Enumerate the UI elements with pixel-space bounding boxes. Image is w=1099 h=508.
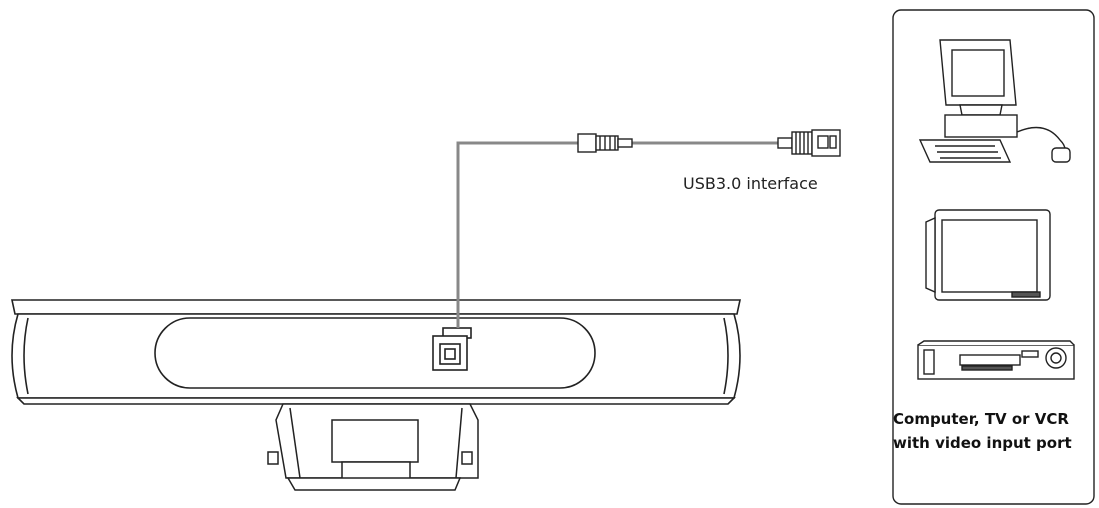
usb-b-port-icon bbox=[432, 327, 472, 371]
device-caption-line1: Computer, TV or VCR bbox=[893, 410, 1069, 428]
tv-monitor-icon bbox=[925, 209, 1051, 301]
usb-b-plug-icon bbox=[577, 133, 633, 153]
camera-bar bbox=[11, 299, 741, 405]
usb-a-plug-icon bbox=[777, 129, 841, 157]
usb-cable bbox=[456, 141, 782, 328]
camera-front-window bbox=[154, 317, 596, 389]
usb-interface-label: USB3.0 interface bbox=[683, 174, 818, 193]
desktop-computer-icon bbox=[918, 39, 1071, 163]
device-caption-line2: with video input port bbox=[893, 434, 1072, 452]
camera-stand bbox=[267, 403, 479, 491]
vcr-icon bbox=[917, 340, 1075, 380]
